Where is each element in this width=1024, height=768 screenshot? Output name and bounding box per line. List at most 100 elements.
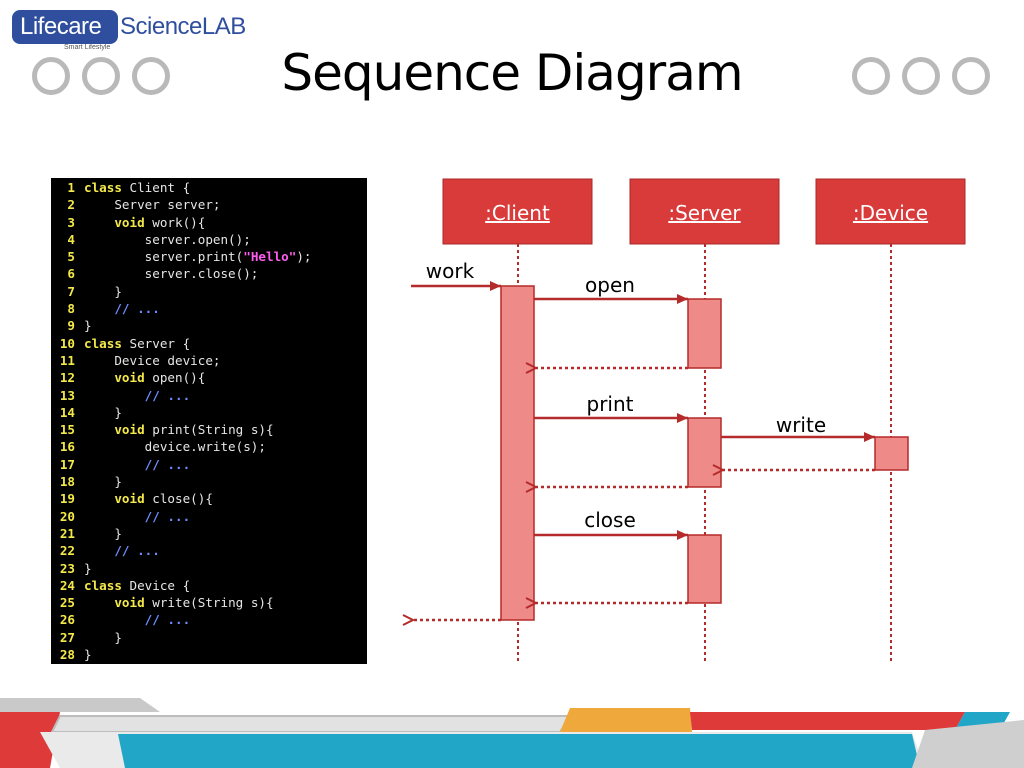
line-number: 13 [59, 387, 75, 403]
decor-circles-right [852, 57, 990, 95]
code-line: 18 } [51, 473, 367, 490]
logo-tagline: Smart Lifestyle [64, 44, 111, 51]
code-line: 3 void work(){ [51, 214, 367, 231]
line-number: 15 [59, 422, 75, 438]
code-token: ); [296, 249, 312, 265]
line-number: 12 [59, 370, 75, 386]
code-token: work(){ [144, 214, 206, 230]
code-token: } [84, 283, 122, 299]
code-token: server.print( [84, 249, 244, 265]
code-token: void [114, 491, 145, 507]
code-line: 12 void open(){ [51, 369, 367, 386]
code-token: } [84, 474, 122, 490]
code-token: // ... [144, 612, 191, 628]
code-token: // ... [114, 543, 160, 559]
code-line: 28} [51, 646, 367, 663]
footer-stripe-gray-2 [912, 720, 1024, 768]
code-token: void [114, 595, 145, 611]
code-line: 26 // ... [51, 611, 367, 628]
code-token [84, 215, 114, 230]
line-number: 16 [59, 439, 75, 455]
line-number: 1 [67, 180, 75, 195]
code-token: void [114, 214, 145, 230]
activation-bar [687, 298, 722, 369]
code-token: // ... [114, 301, 160, 317]
code-text: // ... [84, 508, 191, 525]
lifeline-box [815, 178, 966, 245]
code-text: // ... [84, 387, 191, 404]
code-text: } [84, 283, 122, 300]
code-line: 15 void print(String s){ [51, 421, 367, 438]
code-token: close(){ [144, 491, 213, 507]
code-token: void [114, 370, 145, 386]
code-text: // ... [84, 300, 160, 317]
code-text: // ... [84, 542, 160, 559]
code-line: 6 server.close(); [51, 265, 367, 282]
code-line: 23} [51, 560, 367, 577]
line-number: 27 [59, 629, 75, 645]
code-token: open(){ [144, 370, 206, 386]
code-token: // ... [144, 508, 191, 524]
code-line: 22 // ... [51, 542, 367, 559]
footer-stripe-orange [560, 708, 692, 732]
code-text: } [84, 629, 122, 646]
code-token [84, 595, 114, 610]
code-line: 25 void write(String s){ [51, 594, 367, 611]
code-token: class [84, 180, 122, 195]
code-token: } [84, 560, 92, 576]
line-number: 23 [59, 560, 75, 576]
code-token [84, 370, 114, 385]
code-text: device.write(s); [84, 438, 266, 455]
code-line: 9} [51, 317, 367, 334]
brand-logo: Lifecare ScienceLAB Smart Lifestyle [8, 6, 268, 54]
footer-stripe-red [0, 712, 60, 768]
sequence-diagram: :Client:Server:Deviceworkopenprintwritec… [400, 178, 966, 662]
footer-stripe-light [50, 715, 572, 733]
code-token: server.open(); [84, 231, 251, 247]
line-number: 19 [59, 491, 75, 507]
code-token: } [84, 404, 122, 420]
message-label: close [584, 508, 636, 532]
lifeline-label: :Server [668, 201, 741, 225]
code-text: void close(){ [84, 490, 213, 507]
line-number: 25 [59, 595, 75, 611]
line-number: 10 [59, 335, 75, 351]
code-text: void work(){ [84, 214, 205, 231]
logo-text-right: ScienceLAB [120, 13, 246, 40]
footer-stripe-blue [118, 734, 920, 768]
code-line: 2 Server server; [51, 196, 367, 213]
code-text: void open(){ [84, 369, 205, 386]
line-number: 7 [67, 283, 75, 299]
decor-circle [82, 57, 120, 95]
code-token [84, 509, 145, 524]
code-token: } [84, 318, 92, 334]
code-line: 7 } [51, 283, 367, 300]
line-number: 8 [67, 301, 75, 317]
line-number: 3 [67, 214, 75, 230]
code-text: } [84, 646, 92, 663]
code-text: server.open(); [84, 231, 251, 248]
footer-stripe-red-2 [690, 712, 965, 730]
code-token: // ... [144, 387, 191, 403]
line-number: 22 [59, 543, 75, 559]
code-line: 20 // ... [51, 508, 367, 525]
code-text: void print(String s){ [84, 421, 273, 438]
code-text: class Server { [84, 335, 190, 352]
line-number: 9 [67, 318, 75, 334]
code-token: class [84, 577, 122, 593]
line-number: 17 [59, 456, 75, 472]
footer-decoration [0, 698, 1024, 768]
code-token: } [84, 629, 122, 645]
lifeline-box [442, 178, 593, 245]
code-line: 16 device.write(s); [51, 438, 367, 455]
message-label: print [587, 392, 634, 416]
code-token [84, 491, 114, 506]
line-number: 20 [59, 508, 75, 524]
lifeline-label: :Client [485, 201, 550, 225]
code-text: } [84, 560, 92, 577]
activation-bar [687, 417, 722, 488]
activation-bar [687, 534, 722, 604]
decor-circle [902, 57, 940, 95]
